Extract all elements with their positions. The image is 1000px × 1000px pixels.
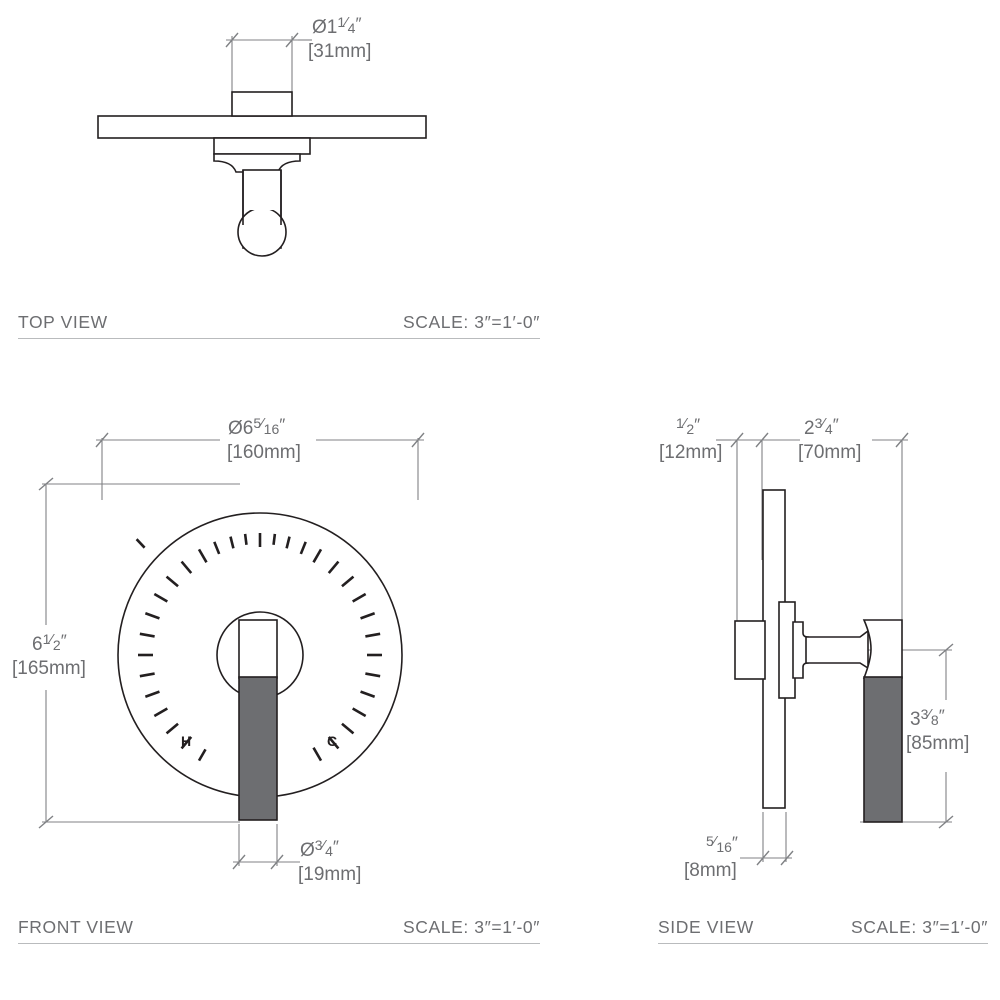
top-view-dim-label-width: Ø11⁄4″ [31mm] bbox=[308, 14, 371, 62]
svg-text:Ø65⁄16″: Ø65⁄16″ bbox=[228, 415, 285, 439]
dim-prefix: Ø bbox=[312, 17, 327, 38]
top-view-stem-inner-mask bbox=[245, 172, 279, 210]
side-view-dimension-plate-thickness bbox=[740, 812, 794, 866]
top-view-collar bbox=[213, 137, 311, 155]
svg-text:1⁄2″: 1⁄2″ bbox=[676, 415, 700, 437]
dim-metric: [19mm] bbox=[298, 864, 361, 885]
front-view-group: H C bbox=[38, 432, 425, 870]
dim-whole: 1 bbox=[327, 17, 338, 38]
dim-denominator: 16 bbox=[264, 421, 280, 437]
side-view-wall-collar bbox=[734, 620, 766, 680]
dim-numerator: 5 bbox=[253, 415, 261, 431]
dim-unit: ″ bbox=[732, 833, 738, 852]
dim-slash: ⁄ bbox=[710, 833, 719, 850]
dim-slash: ⁄ bbox=[319, 837, 328, 854]
dim-denominator: 2 bbox=[53, 637, 61, 653]
dim-whole: 6 bbox=[32, 634, 43, 655]
front-view-scale: SCALE: 3″=1′-0″ bbox=[402, 917, 540, 937]
dim-metric: [70mm] bbox=[798, 442, 861, 463]
dim-numerator: 3 bbox=[921, 706, 929, 722]
front-view-hot-mark: H bbox=[181, 733, 191, 749]
side-view-dim-label-plate-depth: 1⁄2″ [12mm] bbox=[659, 415, 722, 463]
dim-prefix: Ø bbox=[228, 418, 243, 439]
svg-text:Ø3⁄4″: Ø3⁄4″ bbox=[300, 837, 339, 861]
side-view-dim-label-plate-thickness: 5⁄16″ [8mm] bbox=[684, 833, 738, 881]
dim-slash: ⁄ bbox=[341, 14, 350, 31]
dim-denominator: 4 bbox=[348, 20, 356, 36]
side-view-handle-lower bbox=[863, 676, 903, 823]
dim-slash: ⁄ bbox=[46, 631, 55, 648]
front-view-dim-label-diameter: Ø65⁄16″ [160mm] bbox=[227, 415, 301, 463]
dim-numerator: 5 bbox=[706, 833, 714, 849]
dim-denominator: 16 bbox=[716, 839, 732, 855]
front-view-lever-lower bbox=[238, 676, 278, 821]
dim-slash: ⁄ bbox=[680, 415, 689, 432]
dim-numerator: 3 bbox=[315, 837, 323, 853]
side-view-scale: SCALE: 3″=1′-0″ bbox=[850, 917, 988, 937]
svg-text:Ø11⁄4″: Ø11⁄4″ bbox=[312, 14, 362, 38]
dim-metric: [165mm] bbox=[12, 658, 86, 679]
dim-metric: [160mm] bbox=[227, 442, 301, 463]
dim-numerator: 3 bbox=[815, 415, 823, 431]
dim-unit: ″ bbox=[333, 837, 339, 856]
top-view-title: TOP VIEW bbox=[18, 312, 108, 332]
dim-unit: ″ bbox=[355, 14, 361, 33]
top-view-handle-block bbox=[231, 91, 293, 117]
dim-denominator: 4 bbox=[825, 421, 833, 437]
svg-text:23⁄4″: 23⁄4″ bbox=[804, 415, 839, 439]
front-view-title: FRONT VIEW bbox=[18, 917, 134, 937]
dim-slash: ⁄ bbox=[257, 415, 266, 432]
front-view-indicator-ticks bbox=[135, 533, 382, 762]
dim-whole: 3 bbox=[910, 709, 921, 730]
dim-unit: ″ bbox=[694, 415, 700, 434]
dim-unit: ″ bbox=[279, 415, 285, 434]
top-view-title-bar: TOP VIEW SCALE: 3″=1′-0″ bbox=[18, 312, 540, 339]
side-view-dimension-plate-depth bbox=[716, 432, 769, 622]
dim-unit: ″ bbox=[833, 415, 839, 434]
front-view-dimension-lever-width bbox=[232, 824, 300, 870]
dim-numerator: 1 bbox=[337, 14, 345, 30]
dim-unit: ″ bbox=[939, 706, 945, 725]
dim-slash: ⁄ bbox=[924, 706, 933, 723]
svg-text:33⁄8″: 33⁄8″ bbox=[910, 706, 945, 730]
dim-whole: 2 bbox=[804, 418, 815, 439]
side-view-handle-upper bbox=[862, 619, 903, 679]
side-view-dim-label-handle-length: 33⁄8″ [85mm] bbox=[906, 706, 969, 754]
side-view-title-bar: SIDE VIEW SCALE: 3″=1′-0″ bbox=[658, 917, 988, 944]
dim-prefix: Ø bbox=[300, 840, 315, 861]
dim-whole: 6 bbox=[243, 418, 254, 439]
svg-text:5⁄16″: 5⁄16″ bbox=[706, 833, 738, 855]
top-view-scale: SCALE: 3″=1′-0″ bbox=[402, 312, 540, 332]
dim-denominator: 8 bbox=[931, 712, 939, 728]
top-view-stem-end-cap bbox=[237, 207, 287, 257]
dim-unit: ″ bbox=[61, 631, 67, 650]
front-view-dim-label-height: 61⁄2″ [165mm] bbox=[12, 631, 86, 679]
svg-text:61⁄2″: 61⁄2″ bbox=[32, 631, 67, 655]
side-view-shaft bbox=[805, 629, 869, 670]
front-view-lever-upper bbox=[238, 619, 278, 679]
front-view-dimension-diameter bbox=[95, 432, 425, 500]
dim-slash: ⁄ bbox=[818, 415, 827, 432]
front-view-dimension-height bbox=[38, 477, 240, 829]
side-view-title: SIDE VIEW bbox=[658, 917, 754, 937]
front-view-title-bar: FRONT VIEW SCALE: 3″=1′-0″ bbox=[18, 917, 540, 944]
top-view-group bbox=[97, 32, 427, 257]
dim-metric: [8mm] bbox=[684, 860, 737, 881]
side-view-dim-label-projection: 23⁄4″ [70mm] bbox=[798, 415, 861, 463]
dim-numerator: 1 bbox=[43, 631, 51, 647]
side-view-group bbox=[716, 432, 954, 866]
side-view-dimension-projection bbox=[762, 432, 909, 628]
dim-denominator: 4 bbox=[325, 843, 333, 859]
top-view-escutcheon-plate bbox=[97, 115, 427, 139]
front-view-dim-label-lever-width: Ø3⁄4″ [19mm] bbox=[298, 837, 361, 885]
dim-numerator: 1 bbox=[676, 415, 684, 431]
front-view-cold-mark: C bbox=[327, 733, 337, 749]
dim-metric: [85mm] bbox=[906, 733, 969, 754]
dim-denominator: 2 bbox=[686, 421, 694, 437]
dim-metric: [12mm] bbox=[659, 442, 722, 463]
dim-metric: [31mm] bbox=[308, 41, 371, 62]
